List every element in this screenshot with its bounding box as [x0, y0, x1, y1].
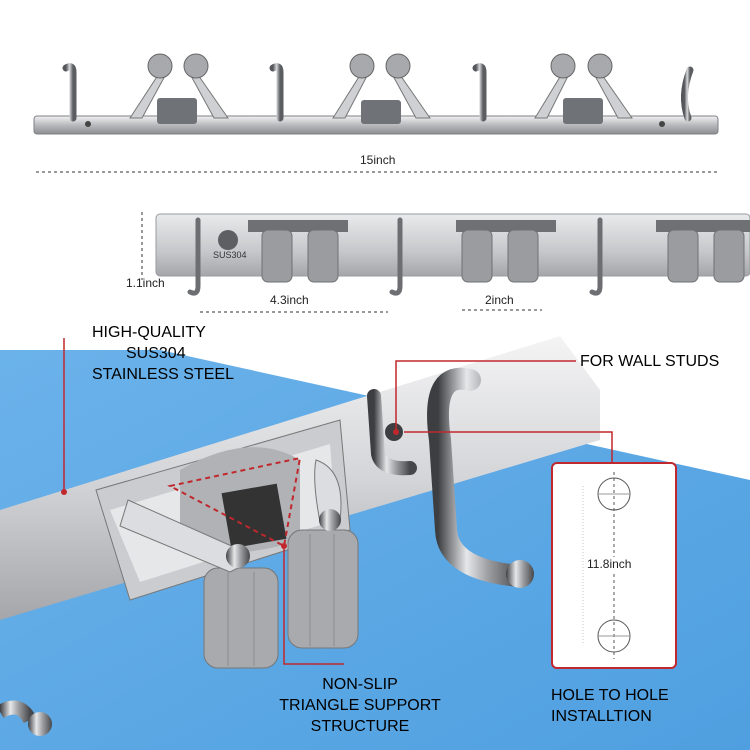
- hook-4: [681, 66, 694, 122]
- holder-pair-3: [656, 220, 750, 283]
- triangle-line-3: STRUCTURE: [310, 718, 410, 735]
- mop-holder-2: [332, 53, 431, 124]
- stamp-text: SUS304: [213, 250, 247, 260]
- hole-diagram: [582, 472, 631, 659]
- wall-studs-callout: FOR WALL STUDS: [580, 353, 720, 370]
- holder-pair-2: [456, 220, 556, 283]
- hook-1: [62, 63, 77, 122]
- holder-spacing-label: 4.3inch: [270, 293, 309, 307]
- height-label: 1.1inch: [126, 276, 165, 290]
- closeup-photo: [0, 336, 750, 750]
- hole-spacing-label: 11.8inch: [585, 557, 634, 571]
- material-line-2: SUS304: [126, 345, 186, 362]
- hole-callout: HOLE TO HOLE INSTALLTION: [551, 685, 669, 727]
- rubber-pad-right: [287, 529, 359, 649]
- triangle-callout: NON-SLIP TRIANGLE SUPPORT STRUCTURE: [265, 674, 455, 737]
- rubber-pad-left: [203, 567, 279, 669]
- triangle-line-1: NON-SLIP: [322, 676, 398, 693]
- material-callout: HIGH-QUALITY SUS304 STAINLESS STEEL: [92, 322, 234, 385]
- triangle-line-2: TRIANGLE SUPPORT: [279, 697, 441, 714]
- hook-2: [269, 63, 284, 122]
- mop-holder-3: [534, 53, 633, 124]
- hole-line-2: INSTALLTION: [551, 708, 652, 725]
- rack-top-view: [33, 53, 719, 173]
- rack-front-view: [141, 212, 750, 313]
- material-line-3: STAINLESS STEEL: [92, 366, 234, 383]
- holder-width-label: 2inch: [485, 293, 514, 307]
- hole-line-1: HOLE TO HOLE: [551, 687, 669, 704]
- hook-3: [472, 63, 487, 122]
- mop-holder-1: [129, 53, 229, 124]
- holder-pair-1: [248, 220, 348, 283]
- material-line-1: HIGH-QUALITY: [92, 324, 206, 341]
- total-length-label: 15inch: [360, 153, 396, 167]
